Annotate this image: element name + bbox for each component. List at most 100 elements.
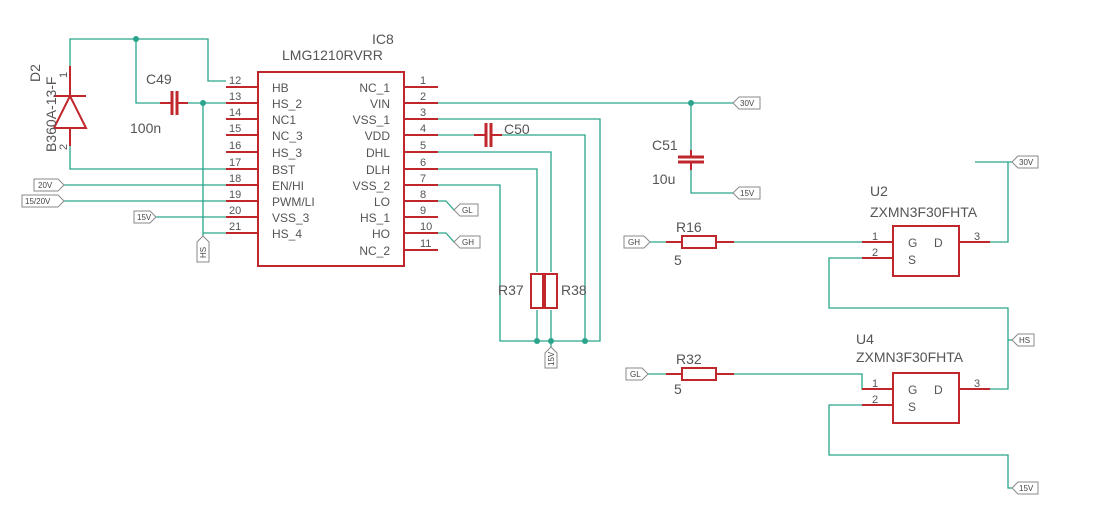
junction-dot [688, 100, 694, 106]
ic8-pin-name: NC_1 [359, 81, 390, 95]
net-flag-15v-c51: 15V [732, 186, 761, 200]
ic8-pin-name: NC1 [272, 113, 296, 127]
ic8-pin-num: 11 [420, 238, 431, 250]
net-flag-gh-r16: GH [623, 235, 651, 249]
net-flags: 20V 15/20V 15V HS GL GH 30V [21, 96, 1039, 495]
junction-dot [582, 338, 588, 344]
c51-plates [678, 155, 704, 164]
ic8-pin-name: HS_4 [272, 227, 302, 241]
ic8: IC8 LMG1210RVRR 12 13 14 15 16 17 18 19 … [226, 31, 438, 267]
r37-body [530, 273, 544, 309]
c49-ref: C49 [146, 71, 172, 87]
wire-ho [438, 232, 455, 243]
junction-dot [548, 338, 554, 344]
u2-value: ZXMN3F30FHTA [870, 204, 978, 220]
u2-pin1: 1 [872, 231, 878, 243]
u4-body [892, 372, 960, 424]
junction-dot [133, 36, 139, 42]
diode-body [53, 93, 88, 129]
u2-leads [862, 241, 990, 259]
ic8-pin-name: VDD [365, 129, 391, 143]
ic8-pin-name: VSS_2 [353, 179, 391, 193]
net-flag-15v-left: 15V [133, 210, 157, 224]
u4-value: ZXMN3F30FHTA [856, 349, 964, 365]
wire-lo [438, 200, 455, 211]
d2-value: B360A-13-F [43, 77, 59, 152]
ic8-pin-name: NC_3 [272, 129, 303, 143]
wires [64, 38, 1012, 489]
net-flag-label: 15/20V [25, 197, 51, 206]
resistor-r37: R37 [498, 273, 544, 309]
c49-value: 100n [130, 120, 161, 136]
net-flag-label: GH [628, 238, 640, 247]
net-flag-label: 30V [1019, 158, 1034, 167]
u2-body [892, 225, 960, 277]
ic8-right-leads [404, 86, 438, 251]
r37-ref: R37 [498, 282, 524, 298]
net-flag-label: 15V [1019, 484, 1034, 493]
junctions [133, 36, 694, 344]
ic8-pin-num: 10 [420, 221, 432, 233]
ic8-value: LMG1210RVRR [282, 47, 383, 63]
ic8-pin-num: 17 [229, 157, 241, 169]
ic8-pin-num: 6 [420, 157, 426, 169]
ic8-pin-num: 16 [229, 140, 241, 152]
r38-ref: R38 [561, 282, 587, 298]
net-flag-label: 15V [740, 189, 755, 198]
ic8-pin-num: 8 [420, 189, 426, 201]
r32-ref: R32 [676, 351, 702, 367]
net-flag-15-20v: 15/20V [21, 194, 65, 208]
u4-drain-label: D [934, 383, 943, 397]
wire-u4-source [828, 404, 1012, 489]
ic8-pin-num: 13 [229, 91, 241, 103]
ic8-pin-name: NC_2 [359, 244, 390, 258]
ic8-pin-num: 20 [229, 205, 241, 217]
c51-ref: C51 [652, 137, 678, 153]
resistor-r32: R32 5 [666, 351, 734, 397]
u4-ref: U4 [856, 331, 874, 347]
u2-pin2: 2 [872, 247, 878, 259]
c50-ref: C50 [504, 121, 530, 137]
ic8-pin-name: HB [272, 81, 289, 95]
diode-d2: 1 2 D2 B360A-13-F [27, 64, 88, 152]
ic8-pin-num: 12 [229, 75, 241, 87]
u4-leads [862, 388, 990, 406]
net-flag-gl-r32: GL [625, 367, 649, 381]
capacitor-c50: C50 [474, 121, 530, 147]
wire-c51-bottom [690, 170, 733, 194]
ic8-pin-num: 7 [420, 173, 426, 185]
r16-body [681, 235, 717, 249]
u2-ref: U2 [870, 183, 888, 199]
c51-value: 10u [652, 171, 675, 187]
ic8-pin-name: HS_2 [272, 97, 302, 111]
net-flag-label: 15V [547, 351, 556, 366]
net-flag-label: GL [462, 206, 473, 215]
net-flag-15v-u4: 15V [1011, 481, 1039, 495]
ic8-pin-num: 14 [229, 107, 241, 119]
net-flag-label: GH [462, 238, 474, 247]
ic8-pin-num: 3 [420, 107, 426, 119]
u2-drain-label: D [934, 236, 943, 250]
ic8-pin-num: 1 [420, 75, 426, 87]
wire-c49-left [135, 39, 160, 104]
ic8-pin-num: 15 [229, 123, 241, 135]
net-flag-30v-u2: 30V [1011, 155, 1039, 169]
ic8-pin-name: PWM/LI [272, 195, 315, 209]
ic8-pin-name: HS_1 [360, 211, 390, 225]
u4-gate-label: G [908, 383, 917, 397]
wire-dhl [438, 151, 552, 272]
wire-u2-drain [960, 161, 1012, 243]
wire-u2-source [828, 257, 1009, 390]
u4-pin3: 3 [974, 378, 980, 390]
ic8-pin-name: LO [374, 195, 390, 209]
ic8-pin-name: HS_3 [272, 146, 302, 160]
ic8-pin-num: 19 [229, 189, 241, 201]
net-flag-label: GL [630, 370, 641, 379]
junction-dot [534, 338, 540, 344]
ic8-pin-num: 21 [229, 221, 241, 233]
wire-bst [69, 146, 226, 170]
net-flag-label: HS [199, 247, 208, 258]
net-flag-hs-left: HS [196, 235, 210, 263]
d2-ref: D2 [27, 64, 43, 82]
d2-pin2: 2 [58, 144, 70, 150]
